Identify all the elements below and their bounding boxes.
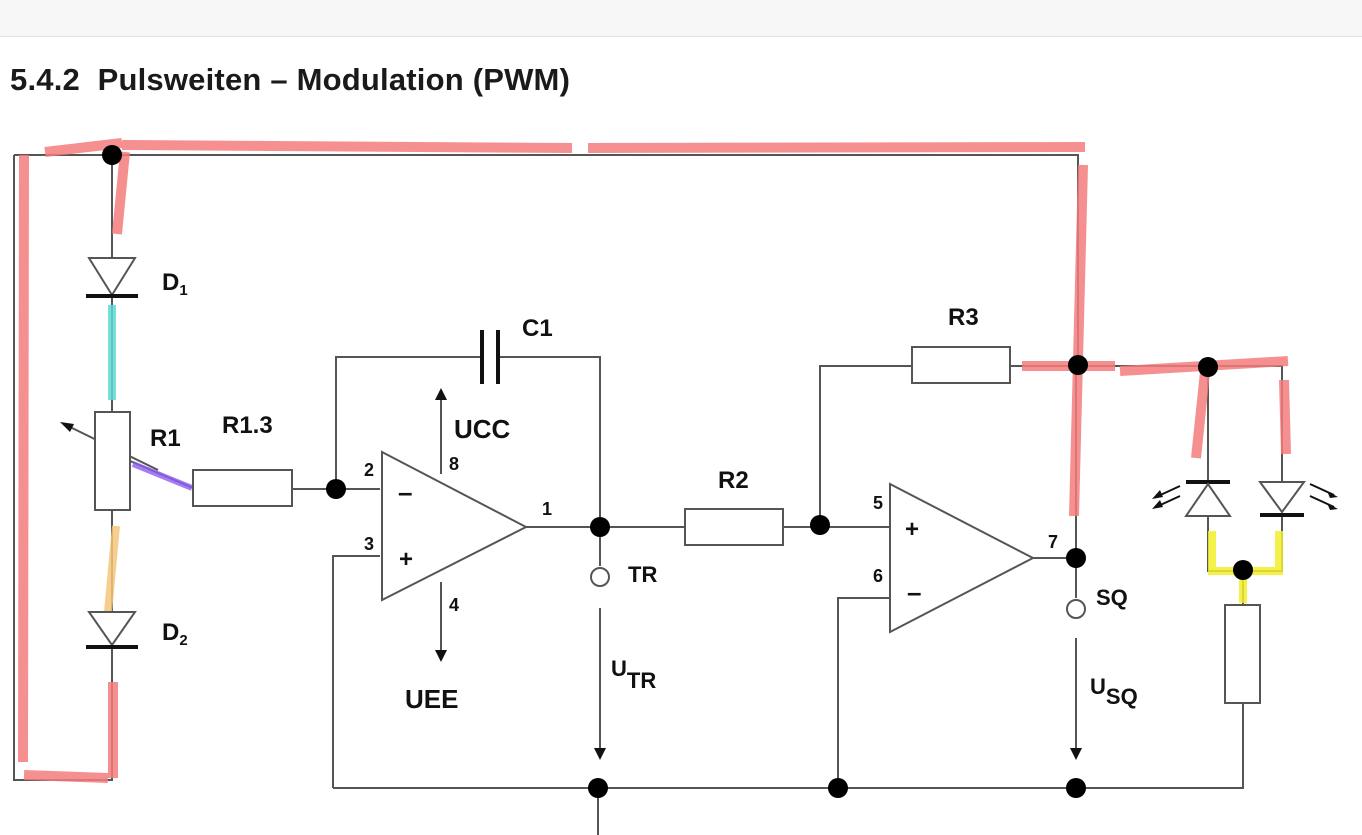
led-left: [1152, 480, 1232, 517]
label-utr: UTR: [611, 656, 656, 693]
junction-nodes: [102, 145, 1253, 798]
label-ucc: UCC: [454, 414, 511, 444]
resistor-led: [1224, 604, 1261, 704]
top-toolbar: [0, 0, 1362, 37]
pin-4: 4: [449, 595, 459, 615]
diode-d2: [86, 611, 138, 649]
label-d2: D2: [162, 619, 188, 649]
resistor-r13: [192, 469, 293, 507]
label-r3: R3: [948, 304, 979, 331]
opamp1-plus: +: [399, 546, 413, 573]
resistor-r3: [911, 346, 1011, 384]
pin-2: 2: [364, 460, 374, 480]
opamp2-minus: –: [907, 577, 921, 607]
label-tr: TR: [628, 562, 657, 587]
opamp-integrator: [381, 450, 529, 602]
label-d1: D1: [162, 269, 188, 299]
resistor-r2: [684, 508, 784, 546]
opamp1-minus: –: [398, 477, 412, 507]
pin-7: 7: [1048, 532, 1058, 552]
section-number: 5.4.2: [10, 62, 80, 97]
capacitor-c1: [480, 330, 500, 384]
page-title: 5.4.2 Pulsweiten – Modulation (PWM): [10, 62, 570, 98]
opamp-comparator: [889, 482, 1036, 634]
label-r1: R1: [150, 425, 181, 452]
label-r2: R2: [718, 467, 749, 494]
testpoint-sq: [1066, 599, 1086, 619]
label-r13: R1.3: [222, 412, 273, 439]
pin-3: 3: [364, 534, 374, 554]
label-sq: SQ: [1096, 585, 1128, 610]
label-usq: USQ: [1090, 674, 1138, 709]
diode-d1: [86, 257, 138, 298]
pin-6: 6: [873, 566, 883, 586]
label-uee: UEE: [405, 684, 458, 714]
section-title: Pulsweiten – Modulation (PWM): [97, 62, 571, 97]
testpoint-tr: [590, 567, 610, 587]
pin-5: 5: [873, 493, 883, 513]
led-right: [1258, 481, 1338, 517]
label-c1: C1: [522, 315, 553, 342]
potentiometer-r1: [94, 411, 131, 511]
opamp2-plus: +: [905, 516, 919, 543]
pin-1: 1: [542, 499, 552, 519]
pin-8: 8: [449, 454, 459, 474]
